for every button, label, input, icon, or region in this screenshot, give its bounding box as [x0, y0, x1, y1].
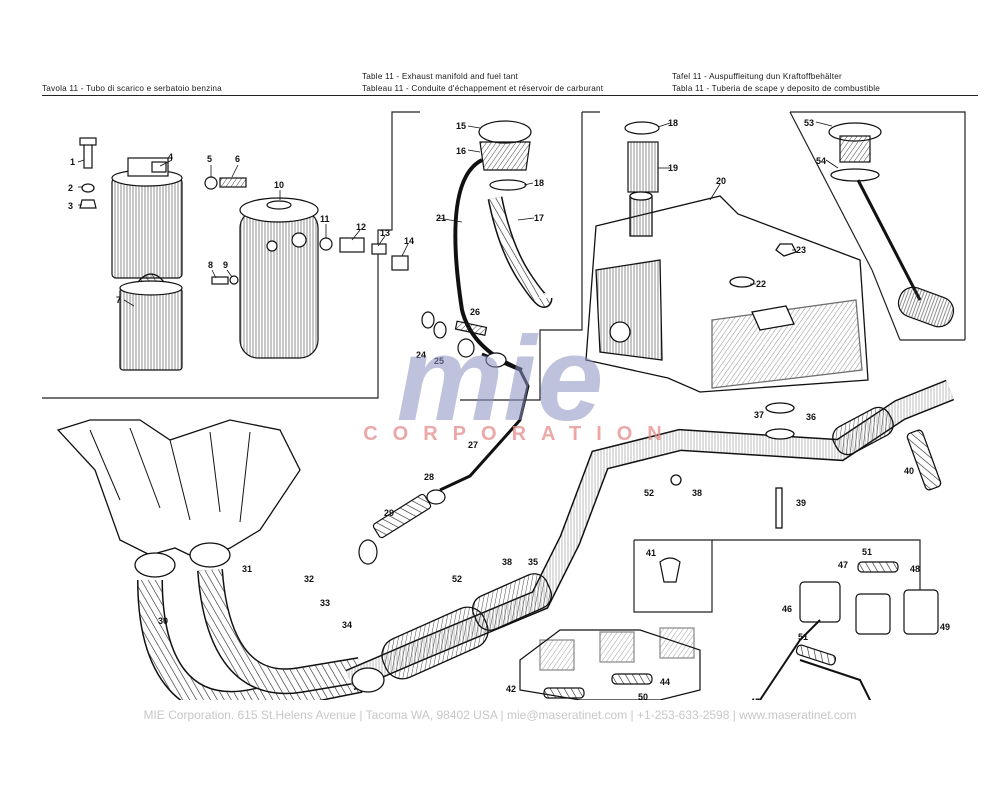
callout-28: 28 — [424, 472, 434, 482]
exhaust-pipes-silencers — [345, 379, 955, 693]
callout-12: 12 — [356, 222, 366, 232]
callout-31: 31 — [242, 564, 252, 574]
callout-53: 53 — [804, 118, 814, 128]
callout-18-neck: 18 — [534, 178, 544, 188]
callout-51-top: 51 — [862, 547, 872, 557]
fuel-line-assembly — [358, 311, 530, 565]
callout-37: 37 — [754, 410, 764, 420]
title-german: Tafel 11 - Auspuffleitung dun Kraftoffbe… — [672, 72, 842, 81]
callout-39: 39 — [796, 498, 806, 508]
callout-30: 30 — [158, 616, 168, 626]
callout-35: 35 — [528, 557, 538, 567]
callout-38-lower: 38 — [502, 557, 512, 567]
header-rule — [42, 95, 978, 96]
panel-dividers — [42, 111, 966, 613]
callout-52-lower: 52 — [452, 574, 462, 584]
callout-40: 40 — [904, 466, 914, 476]
callout-8: 8 — [208, 260, 213, 270]
callout-29: 29 — [384, 508, 394, 518]
callout-9: 9 — [223, 260, 228, 270]
callout-11: 11 — [320, 214, 330, 224]
callout-5: 5 — [207, 154, 212, 164]
callout-26: 26 — [470, 307, 480, 317]
title-english: Table 11 - Exhaust manifold and fuel tan… — [362, 72, 518, 81]
callout-1: 1 — [70, 157, 75, 167]
callout-7: 7 — [116, 295, 121, 305]
callout-16: 16 — [456, 146, 466, 156]
callout-41: 41 — [646, 548, 656, 558]
leader-lines — [77, 121, 839, 307]
callout-50-right: 50 — [638, 692, 648, 700]
callout-43: 43 — [612, 698, 622, 700]
title-italian: Tavola 11 - Tubo di scarico e serbatoio … — [42, 84, 222, 93]
callout-52-upper: 52 — [644, 488, 654, 498]
callout-32: 32 — [304, 574, 314, 584]
callout-4: 4 — [168, 152, 173, 162]
callout-6: 6 — [235, 154, 240, 164]
callout-2: 2 — [68, 183, 73, 193]
callout-33: 33 — [320, 598, 330, 608]
callout-20: 20 — [716, 176, 726, 186]
callout-49: 49 — [940, 622, 950, 632]
callout-46: 46 — [782, 604, 792, 614]
callout-47: 47 — [838, 560, 848, 570]
callout-23: 23 — [796, 245, 806, 255]
carburettor-fuel-lines — [519, 557, 939, 700]
callout-14: 14 — [404, 236, 414, 246]
callout-18-tank: 18 — [668, 118, 678, 128]
callout-44: 44 — [660, 677, 670, 687]
fuel-tank — [585, 191, 869, 393]
callout-10: 10 — [274, 180, 284, 190]
callout-38-upper: 38 — [692, 488, 702, 498]
title-spanish: Tabla 11 - Tuberia de scape y deposito d… — [672, 84, 880, 93]
callout-51-mid: 51 — [798, 632, 808, 642]
title-french: Tableau 11 - Conduite d'échappement et r… — [362, 84, 604, 93]
callout-17: 17 — [534, 213, 544, 223]
callout-48: 48 — [910, 564, 920, 574]
callout-24: 24 — [416, 350, 426, 360]
fuel-sender-unit — [828, 122, 955, 328]
callout-45: 45 — [750, 697, 760, 700]
exhaust-manifold — [56, 419, 363, 700]
callout-19: 19 — [668, 163, 678, 173]
callout-27: 27 — [468, 440, 478, 450]
callout-labels: 1 2 3 4 5 6 7 8 9 10 11 12 13 14 15 16 1… — [68, 118, 950, 700]
callout-25: 25 — [434, 356, 444, 366]
fuel-filter-assembly — [79, 137, 247, 371]
callout-3: 3 — [68, 201, 73, 211]
callout-13: 13 — [380, 228, 390, 238]
page-header: Tavola 11 - Tubo di scarico e serbatoio … — [0, 0, 1000, 100]
callout-34: 34 — [342, 620, 352, 630]
callout-21: 21 — [436, 213, 446, 223]
footer-contact: MIE Corporation. 615 St.Helens Avenue | … — [143, 708, 857, 722]
callout-42: 42 — [506, 684, 516, 694]
filler-neck-assembly — [453, 120, 660, 372]
secondary-filter-assembly — [211, 197, 409, 359]
exploded-parts-diagram: 1 2 3 4 5 6 7 8 9 10 11 12 13 14 15 16 1… — [42, 111, 966, 700]
callout-22: 22 — [756, 279, 766, 289]
callout-54: 54 — [816, 156, 826, 166]
callout-36: 36 — [806, 412, 816, 422]
callout-15: 15 — [456, 121, 466, 131]
